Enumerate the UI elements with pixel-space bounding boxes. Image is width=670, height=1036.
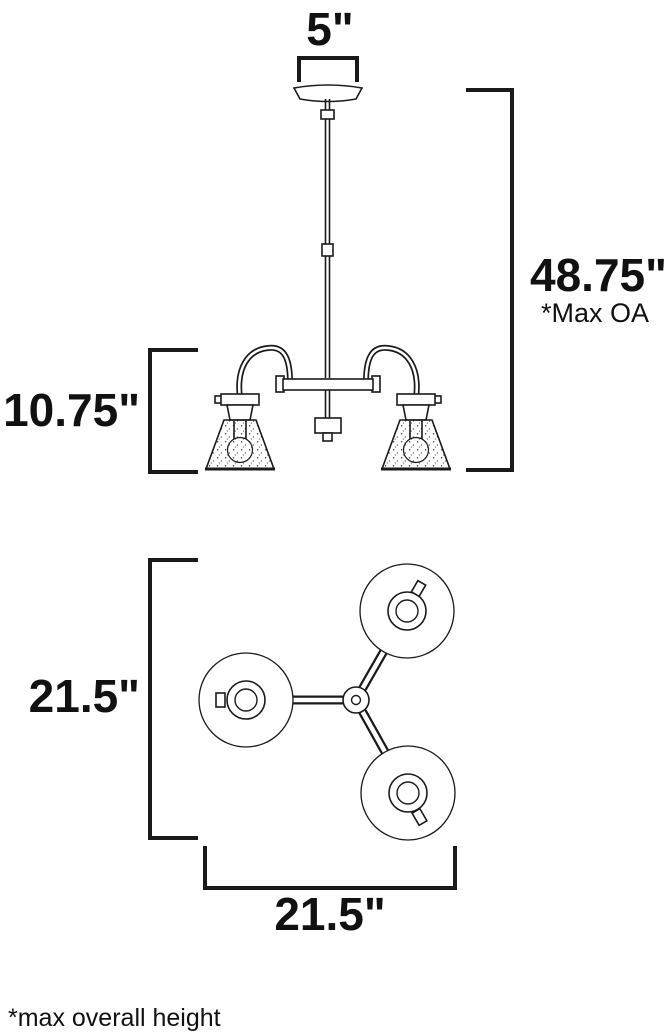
left-plan-setscrew	[215, 692, 226, 708]
rod-collar-joint	[321, 243, 334, 257]
right-cone-shade	[380, 419, 452, 470]
plan-shade-bottom	[360, 745, 456, 841]
right-socket-neck	[402, 404, 430, 421]
left-bulb	[226, 421, 254, 464]
bottom-setscrew	[411, 807, 428, 827]
ceiling-canopy	[292, 84, 364, 103]
plan-width-label: 21.5"	[274, 888, 385, 940]
canopy-width-label: 5"	[306, 3, 353, 55]
plan-shade-upper-right	[359, 563, 455, 659]
body-height-label: 10.75"	[3, 384, 140, 436]
fixture-arms	[236, 344, 420, 401]
plan-height-bracket	[148, 558, 198, 840]
center-body	[314, 417, 342, 434]
plan-width-bracket	[203, 846, 457, 890]
plan-hub	[342, 686, 370, 714]
center-frame	[275, 375, 381, 442]
plan-height-label: 21.5"	[29, 670, 140, 722]
left-shade-elevation	[204, 393, 276, 471]
left-cone-shade	[204, 419, 276, 470]
rod-collar-upper	[320, 109, 335, 120]
overall-height-note: *Max OA	[541, 298, 649, 328]
overall-height-label: 48.75"	[530, 249, 667, 301]
left-socket-neck	[226, 404, 254, 421]
canopy-width-bracket	[297, 56, 359, 82]
body-height-bracket	[148, 348, 198, 474]
right-shade-elevation	[380, 393, 452, 471]
overall-height-bracket	[466, 88, 514, 472]
center-finial	[322, 432, 333, 442]
elevation-view: 5" 48.75" *Max OA 10.75"	[3, 3, 667, 474]
plan-view: 21.5" 21.5"	[29, 558, 457, 940]
right-socket-cap	[396, 393, 436, 406]
footnote: *max overall height	[8, 1004, 221, 1032]
down-rod	[320, 99, 335, 378]
plan-shade-left	[198, 652, 294, 748]
upper-right-setscrew	[410, 579, 427, 598]
right-bulb	[402, 421, 430, 464]
left-socket-cap	[220, 393, 260, 406]
